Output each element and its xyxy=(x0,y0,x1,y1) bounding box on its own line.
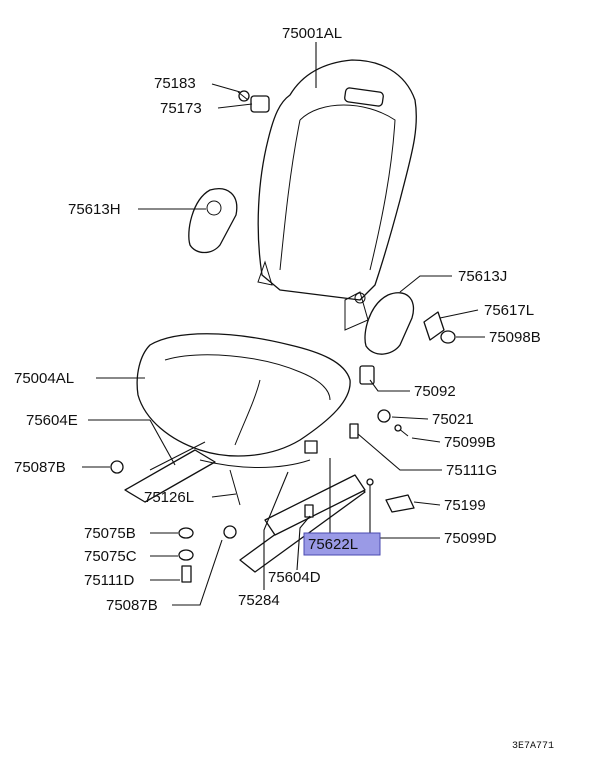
part-label-75622L[interactable]: 75622L xyxy=(308,536,358,553)
rail-left-drawing xyxy=(124,441,216,503)
clip-75183-drawing xyxy=(237,90,250,102)
part-label-75284[interactable]: 75284 xyxy=(238,592,280,609)
part-label-75126L[interactable]: 75126L xyxy=(144,489,194,506)
seat-cushion-drawing xyxy=(136,333,351,457)
part-label-75075C[interactable]: 75075C xyxy=(84,548,137,565)
screw-75099D-drawing xyxy=(366,478,374,486)
part-label-75098B[interactable]: 75098B xyxy=(489,329,541,346)
part-labels: 75001AL 75183 75173 75613H 75613J 75617L… xyxy=(14,25,541,614)
part-label-75617L[interactable]: 75617L xyxy=(484,302,534,319)
part-label-75004AL[interactable]: 75004AL xyxy=(14,370,74,387)
part-label-75111G[interactable]: 75111G xyxy=(446,462,497,479)
knob-75617L-drawing xyxy=(423,311,445,341)
bracket-75092-drawing xyxy=(359,365,375,385)
bolt-75111D-drawing xyxy=(181,565,192,583)
part-label-75173[interactable]: 75173 xyxy=(160,100,202,117)
part-label-75099B[interactable]: 75099B xyxy=(444,434,496,451)
clip-75199-drawing xyxy=(385,494,415,513)
screw-75099B-drawing xyxy=(394,424,409,437)
part-label-75604D[interactable]: 75604D xyxy=(268,569,321,586)
nut-75087B-lower-drawing xyxy=(223,525,237,539)
drawing-code: 3E7A771 xyxy=(512,741,554,752)
part-label-75199[interactable]: 75199 xyxy=(444,497,486,514)
recliner-cover-left-drawing xyxy=(188,188,238,254)
highlight-box-75622L xyxy=(303,532,381,556)
nut-75021-drawing xyxy=(377,409,391,423)
part-label-75087B-upper[interactable]: 75087B xyxy=(14,459,66,476)
recliner-cover-right-drawing xyxy=(344,291,415,355)
part-label-75604E[interactable]: 75604E xyxy=(26,412,78,429)
nut-75087B-upper-drawing xyxy=(110,460,124,474)
washer-75075C-drawing xyxy=(178,549,194,561)
seat-back-drawing xyxy=(257,59,417,301)
part-label-75613H[interactable]: 75613H xyxy=(68,201,121,218)
part-label-75021[interactable]: 75021 xyxy=(432,411,474,428)
bolt-75111G-drawing xyxy=(349,423,359,439)
part-label-75613J[interactable]: 75613J xyxy=(458,268,507,285)
part-label-75092[interactable]: 75092 xyxy=(414,383,456,400)
part-label-75183[interactable]: 75183 xyxy=(154,75,196,92)
cable-75126L-drawing xyxy=(199,459,311,506)
clip-75173-drawing xyxy=(250,95,270,113)
part-label-75001AL[interactable]: 75001AL xyxy=(282,25,342,42)
part-label-75099D[interactable]: 75099D xyxy=(444,530,497,547)
part-label-75075B[interactable]: 75075B xyxy=(84,525,136,542)
washer-75075B-drawing xyxy=(178,527,194,539)
cap-75098B-drawing xyxy=(440,330,456,344)
part-label-75111D[interactable]: 75111D xyxy=(84,572,134,589)
part-label-75087B-lower[interactable]: 75087B xyxy=(106,597,158,614)
leader-lines xyxy=(82,42,485,606)
